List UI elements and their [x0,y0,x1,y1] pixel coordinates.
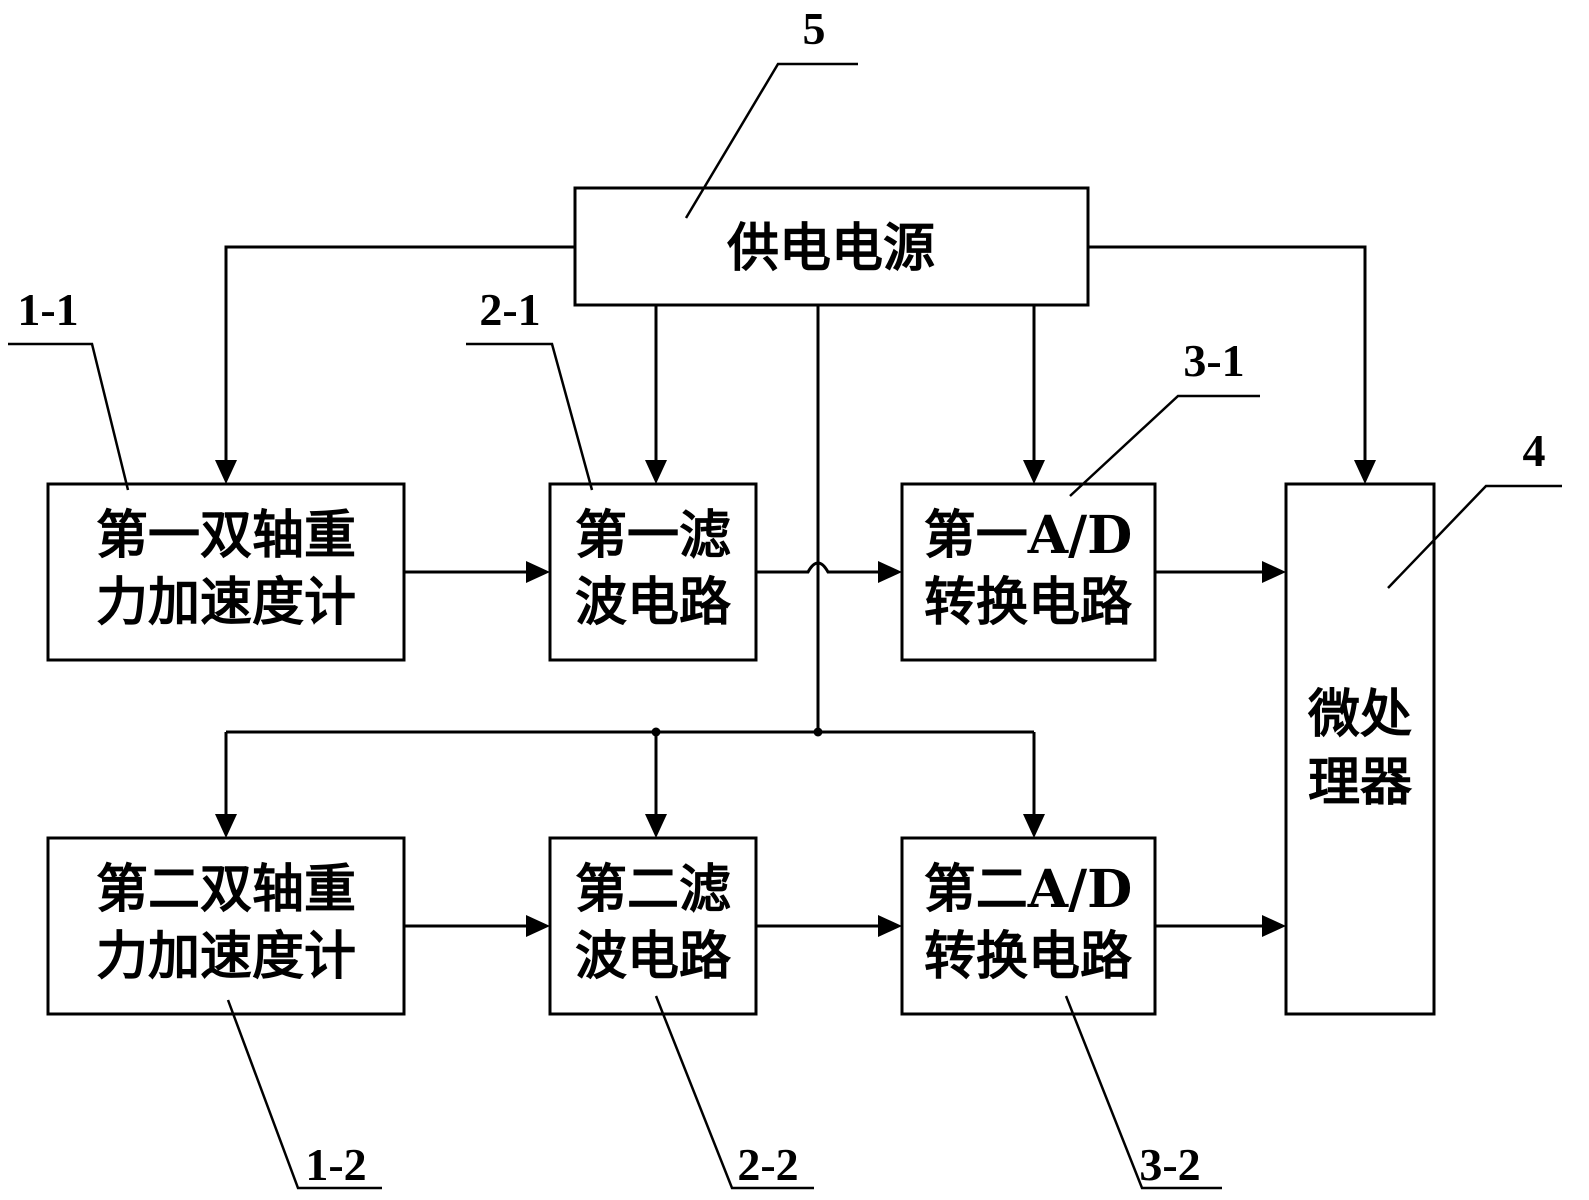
power-to-filter-2-arrowhead [645,814,667,838]
accelerometer-1-box [46,482,406,662]
adc-2-label-line2: 转换电路 [924,926,1133,987]
ref-label-microprocessor: 4 [1523,425,1546,476]
accelerometer-2-label-line1: 第二双轴重 [96,859,356,920]
ref-label-filter-2: 2-2 [737,1139,798,1190]
filter-1-box [548,482,758,662]
adc-2-label-line1: 第二A/D [924,859,1132,920]
power-to-accelerometer-1-arrowhead [215,460,237,484]
filter-1-to-adc-1-arrowhead [878,561,902,583]
adc-2-box [900,836,1157,1016]
ref-label-filter-1: 2-1 [479,284,540,335]
accelerometer-2-label-line2: 力加速度计 [96,926,356,987]
accelerometer-1-to-filter-1-arrowhead [526,561,550,583]
power-supply-box [573,186,1090,307]
accelerometer-2-box [46,836,406,1016]
power-to-adc-2-arrowhead [1023,814,1045,838]
ref-label-accelerometer-1: 1-1 [17,284,78,335]
adc-2-to-microprocessor-arrowhead [1262,915,1286,937]
leader-power [684,62,858,219]
power-to-adc-1-arrowhead [1023,460,1045,484]
accelerometer-1-label-line1: 第一双轴重 [96,505,356,566]
ref-label-accelerometer-2: 1-2 [305,1139,366,1190]
filter-2-label-line2: 波电路 [575,926,732,987]
filter-1-label-line1: 第一滤 [575,505,731,566]
power-to-accelerometer-1-wire [224,245,575,462]
ref-label-power: 5 [803,3,826,54]
adc-1-label-line2: 转换电路 [924,572,1133,633]
filter-1-to-adc-1-wire [756,561,880,574]
adc-1-box [900,482,1157,662]
leader-accelerometer-2 [226,999,382,1190]
filter-2-label-line1: 第二滤 [575,859,731,920]
microprocessor-box [1284,482,1436,1016]
leader-filter-2 [654,995,814,1190]
leader-adc-1 [1069,394,1260,497]
filter-1-label-line2: 波电路 [575,572,732,633]
power-supply-label: 供电电源 [727,218,935,279]
adc-1-to-microprocessor-arrowhead [1262,561,1286,583]
leader-filter-1 [466,342,594,491]
microprocessor-label-line2: 理器 [1308,752,1413,813]
ref-label-adc-1: 3-1 [1183,335,1244,386]
microprocessor-label-line1: 微处 [1307,684,1412,745]
leader-microprocessor [1387,484,1562,589]
adc-1-label-line1: 第一A/D [924,505,1132,566]
accelerometer-1-label-line2: 力加速度计 [96,572,356,633]
power-to-filter-1-arrowhead [645,460,667,484]
leader-adc-2 [1064,995,1222,1190]
filter-2-to-adc-2-arrowhead [878,915,902,937]
ref-label-adc-2: 3-2 [1139,1139,1200,1190]
leader-accelerometer-1 [8,342,130,491]
junction-dot-trunk [813,727,823,737]
power-to-microprocessor-arrowhead [1354,460,1376,484]
accelerometer-2-to-filter-2-arrowhead [526,915,550,937]
power-to-microprocessor-wire [1088,245,1367,462]
power-to-accelerometer-2-arrowhead [215,814,237,838]
